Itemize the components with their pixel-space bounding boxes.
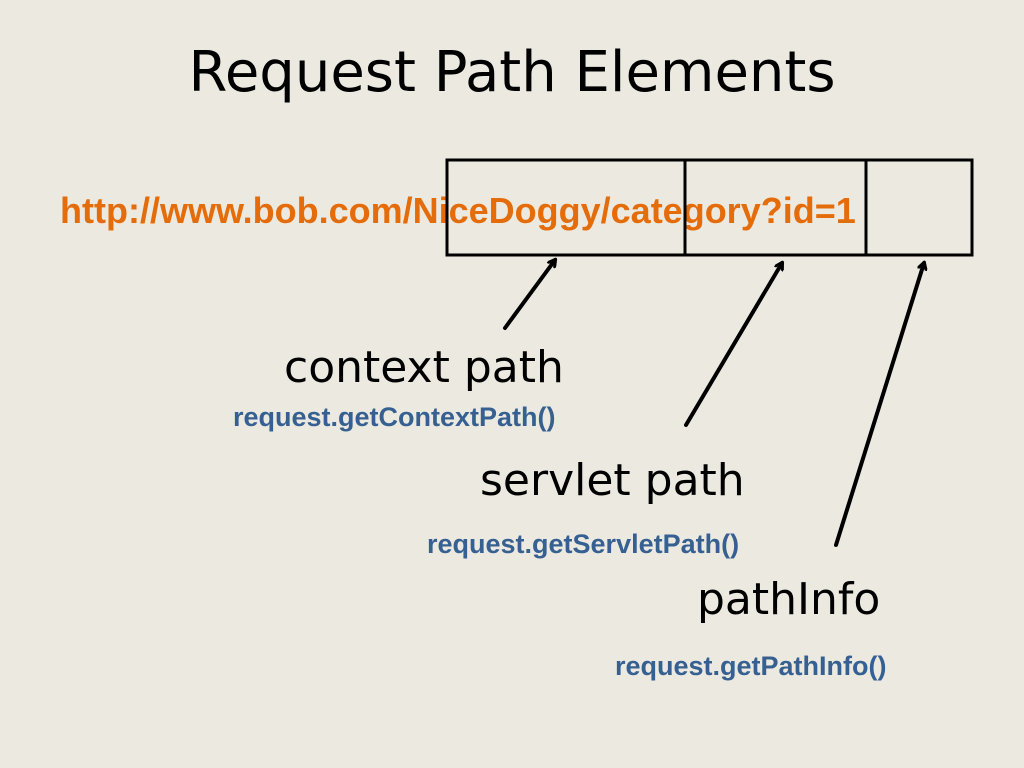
servlet-path-method: request.getServletPath() <box>427 529 740 559</box>
context-path-box <box>445 158 687 257</box>
servlet-path-label: servlet path <box>480 455 745 506</box>
path-info-arrow <box>834 263 924 547</box>
slide-title: Request Path Elements <box>188 40 836 105</box>
context-path-method: request.getContextPath() <box>233 402 556 432</box>
path-info-method: request.getPathInfo() <box>615 651 887 681</box>
path-info-label: pathInfo <box>697 574 881 625</box>
context-path-arrow <box>503 260 555 330</box>
servlet-path-arrow <box>684 263 782 427</box>
servlet-path-box <box>683 158 868 257</box>
example-url: http://www.bob.com/NiceDoggy/category?id… <box>60 190 856 231</box>
context-path-label: context path <box>284 342 564 393</box>
path-info-box <box>864 158 974 257</box>
